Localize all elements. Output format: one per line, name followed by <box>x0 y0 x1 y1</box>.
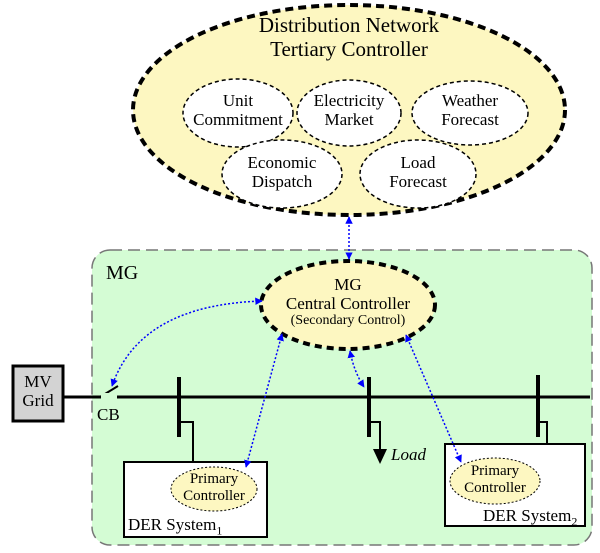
load-forecast-label: Load Forecast <box>389 153 447 192</box>
breaker-gap <box>101 393 117 401</box>
load-forecast-node <box>359 139 477 209</box>
weather-forecast-node <box>411 80 529 146</box>
link-central-breaker <box>110 297 263 387</box>
central-controller <box>259 259 437 351</box>
feeder-1-line <box>179 421 194 462</box>
mg-area-label: MG <box>106 262 139 284</box>
breaker-label: CB <box>97 405 120 424</box>
primary-controller-1 <box>170 466 258 512</box>
load-arrow <box>373 449 387 464</box>
load-label: Load <box>391 445 426 464</box>
primary-controller-1-label: Primary Controller <box>183 471 245 504</box>
mv-grid-box <box>11 364 65 423</box>
electricity-market-node <box>296 79 402 147</box>
unit-commitment-label: Unit Commitment <box>193 91 283 130</box>
tertiary-title-line1: Distribution Network <box>258 13 440 37</box>
primary-controller-2-label: Primary Controller <box>464 463 526 496</box>
mv-grid-label: MV Grid <box>22 372 54 411</box>
tertiary-title: Distribution Network Tertiary Controller <box>239 13 459 61</box>
economic-dispatch-label: Economic Dispatch <box>247 153 317 192</box>
primary-controller-2 <box>449 457 541 505</box>
link-central-der2 <box>405 334 462 463</box>
feeder-2-line <box>538 421 548 444</box>
economic-dispatch-node <box>221 139 343 209</box>
central-controller-label: MG Central Controller (Secondary Control… <box>285 275 411 329</box>
weather-forecast-label: Weather Forecast <box>441 91 499 130</box>
link-central-bus <box>347 350 365 388</box>
unit-commitment-node <box>182 78 294 148</box>
tertiary-title-line2: Tertiary Controller <box>270 36 428 61</box>
der-system-1-label: DER System1 <box>128 515 223 538</box>
electricity-market-label: Electricity Market <box>313 91 385 130</box>
link-central-der1 <box>244 333 284 468</box>
feeder-load-line <box>369 421 381 452</box>
der-system-2-label: DER System2 <box>483 506 578 529</box>
